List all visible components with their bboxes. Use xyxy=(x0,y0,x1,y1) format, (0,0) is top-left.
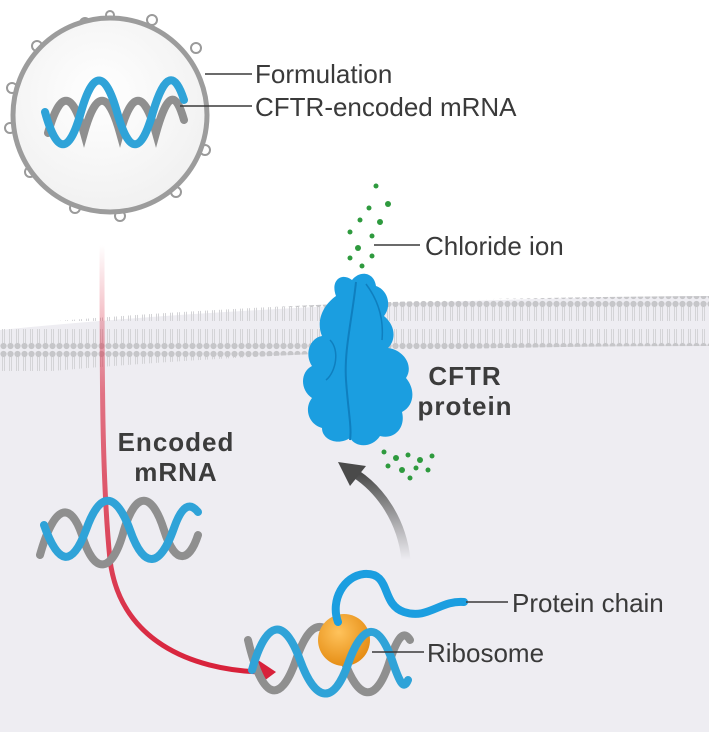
cftr-protein-label: CFTR protein xyxy=(400,361,530,422)
leader-lines-bottom xyxy=(372,601,508,653)
encoded-mrna-label: Encoded mRNA xyxy=(96,427,256,488)
protein-chain-label: Protein chain xyxy=(512,588,664,618)
cftr-encoded-mrna-label: CFTR-encoded mRNA xyxy=(255,92,517,122)
chloride-ion-label: Chloride ion xyxy=(425,231,564,261)
cftr-protein-shape xyxy=(303,273,413,446)
synthesis-arrowhead xyxy=(338,462,366,486)
protein-chain xyxy=(331,569,468,626)
free-mrna xyxy=(36,496,202,569)
cell-cytoplasm xyxy=(0,296,709,732)
cftr-protein-line2: protein xyxy=(417,390,513,421)
ribosome-shape xyxy=(318,614,370,666)
leader-lines-top xyxy=(180,73,420,246)
encoded-mrna-line1: Encoded xyxy=(117,427,235,457)
particle-mrna xyxy=(41,76,188,148)
ribosome-label: Ribosome xyxy=(427,638,545,668)
ribosome-mrna-front xyxy=(248,625,412,698)
encoded-mrna-line2: mRNA xyxy=(134,456,218,487)
synthesis-arrow xyxy=(353,470,411,561)
formulation-label: Formulation xyxy=(255,59,393,89)
cftr-protein-line1: CFTR xyxy=(428,361,502,391)
chloride-ions xyxy=(347,183,435,481)
